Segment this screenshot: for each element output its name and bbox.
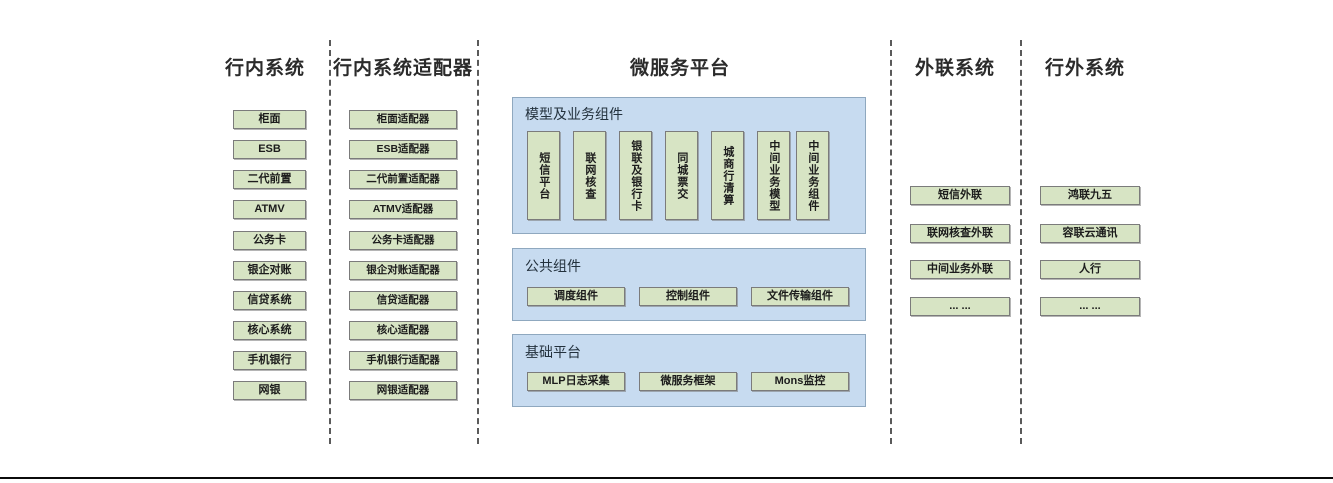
node-in-bank-adapter-1[interactable]: 柜面适配器 [349, 110, 457, 129]
column-title-in-bank-adapters: 行内系统适配器 [333, 58, 474, 79]
panel-public-components [512, 248, 866, 321]
node-public-component-2[interactable]: 控制组件 [639, 287, 737, 306]
column-separator-3 [890, 40, 892, 444]
panel-title-public-components: 公共组件 [525, 258, 581, 274]
panel-title-model-business-components: 模型及业务组件 [525, 106, 623, 122]
node-in-bank-adapter-2[interactable]: ESB适配器 [349, 140, 457, 159]
node-in-bank-system-9[interactable]: 手机银行 [233, 351, 306, 370]
column-separator-1 [329, 40, 331, 444]
node-model-component-6[interactable]: 中间业务模型 [757, 131, 790, 220]
node-in-bank-system-8[interactable]: 核心系统 [233, 321, 306, 340]
node-base-platform-3[interactable]: Mons监控 [751, 372, 849, 391]
node-model-component-3[interactable]: 银联及银行卡 [619, 131, 652, 220]
node-external-link-4[interactable]: ... ... [910, 297, 1010, 316]
node-public-component-1[interactable]: 调度组件 [527, 287, 625, 306]
node-external-link-1[interactable]: 短信外联 [910, 186, 1010, 205]
node-in-bank-adapter-5[interactable]: 公务卡适配器 [349, 231, 457, 250]
node-model-component-7[interactable]: 中间业务组件 [796, 131, 829, 220]
node-in-bank-system-6[interactable]: 银企对账 [233, 261, 306, 280]
panel-base-platform [512, 334, 866, 407]
node-outside-bank-4[interactable]: ... ... [1040, 297, 1140, 316]
node-in-bank-adapter-9[interactable]: 手机银行适配器 [349, 351, 457, 370]
column-title-external-link-systems: 外联系统 [914, 58, 995, 79]
node-in-bank-adapter-6[interactable]: 银企对账适配器 [349, 261, 457, 280]
node-base-platform-2[interactable]: 微服务框架 [639, 372, 737, 391]
node-outside-bank-2[interactable]: 容联云通讯 [1040, 224, 1140, 243]
node-in-bank-system-1[interactable]: 柜面 [233, 110, 306, 129]
column-title-outside-bank-systems: 行外系统 [1044, 58, 1125, 79]
column-title-microservice-platform: 微服务平台 [629, 58, 730, 79]
column-separator-2 [477, 40, 479, 444]
node-in-bank-system-5[interactable]: 公务卡 [233, 231, 306, 250]
node-outside-bank-1[interactable]: 鸿联九五 [1040, 186, 1140, 205]
node-in-bank-system-3[interactable]: 二代前置 [233, 170, 306, 189]
node-model-component-2[interactable]: 联网核查 [573, 131, 606, 220]
column-separator-4 [1020, 40, 1022, 444]
node-public-component-3[interactable]: 文件传输组件 [751, 287, 849, 306]
node-external-link-2[interactable]: 联网核查外联 [910, 224, 1010, 243]
node-in-bank-adapter-7[interactable]: 信贷适配器 [349, 291, 457, 310]
node-base-platform-1[interactable]: MLP日志采集 [527, 372, 625, 391]
node-in-bank-adapter-4[interactable]: ATMV适配器 [349, 200, 457, 219]
bottom-divider [0, 477, 1333, 479]
node-external-link-3[interactable]: 中间业务外联 [910, 260, 1010, 279]
node-in-bank-adapter-10[interactable]: 网银适配器 [349, 381, 457, 400]
panel-title-base-platform: 基础平台 [525, 344, 581, 360]
column-title-in-bank-systems: 行内系统 [224, 58, 305, 79]
node-in-bank-system-4[interactable]: ATMV [233, 200, 306, 219]
node-in-bank-system-7[interactable]: 信贷系统 [233, 291, 306, 310]
node-outside-bank-3[interactable]: 人行 [1040, 260, 1140, 279]
node-model-component-5[interactable]: 城商行清算 [711, 131, 744, 220]
node-in-bank-system-10[interactable]: 网银 [233, 381, 306, 400]
node-model-component-1[interactable]: 短信平台 [527, 131, 560, 220]
node-in-bank-system-2[interactable]: ESB [233, 140, 306, 159]
node-in-bank-adapter-8[interactable]: 核心适配器 [349, 321, 457, 340]
node-model-component-4[interactable]: 同城票交 [665, 131, 698, 220]
node-in-bank-adapter-3[interactable]: 二代前置适配器 [349, 170, 457, 189]
